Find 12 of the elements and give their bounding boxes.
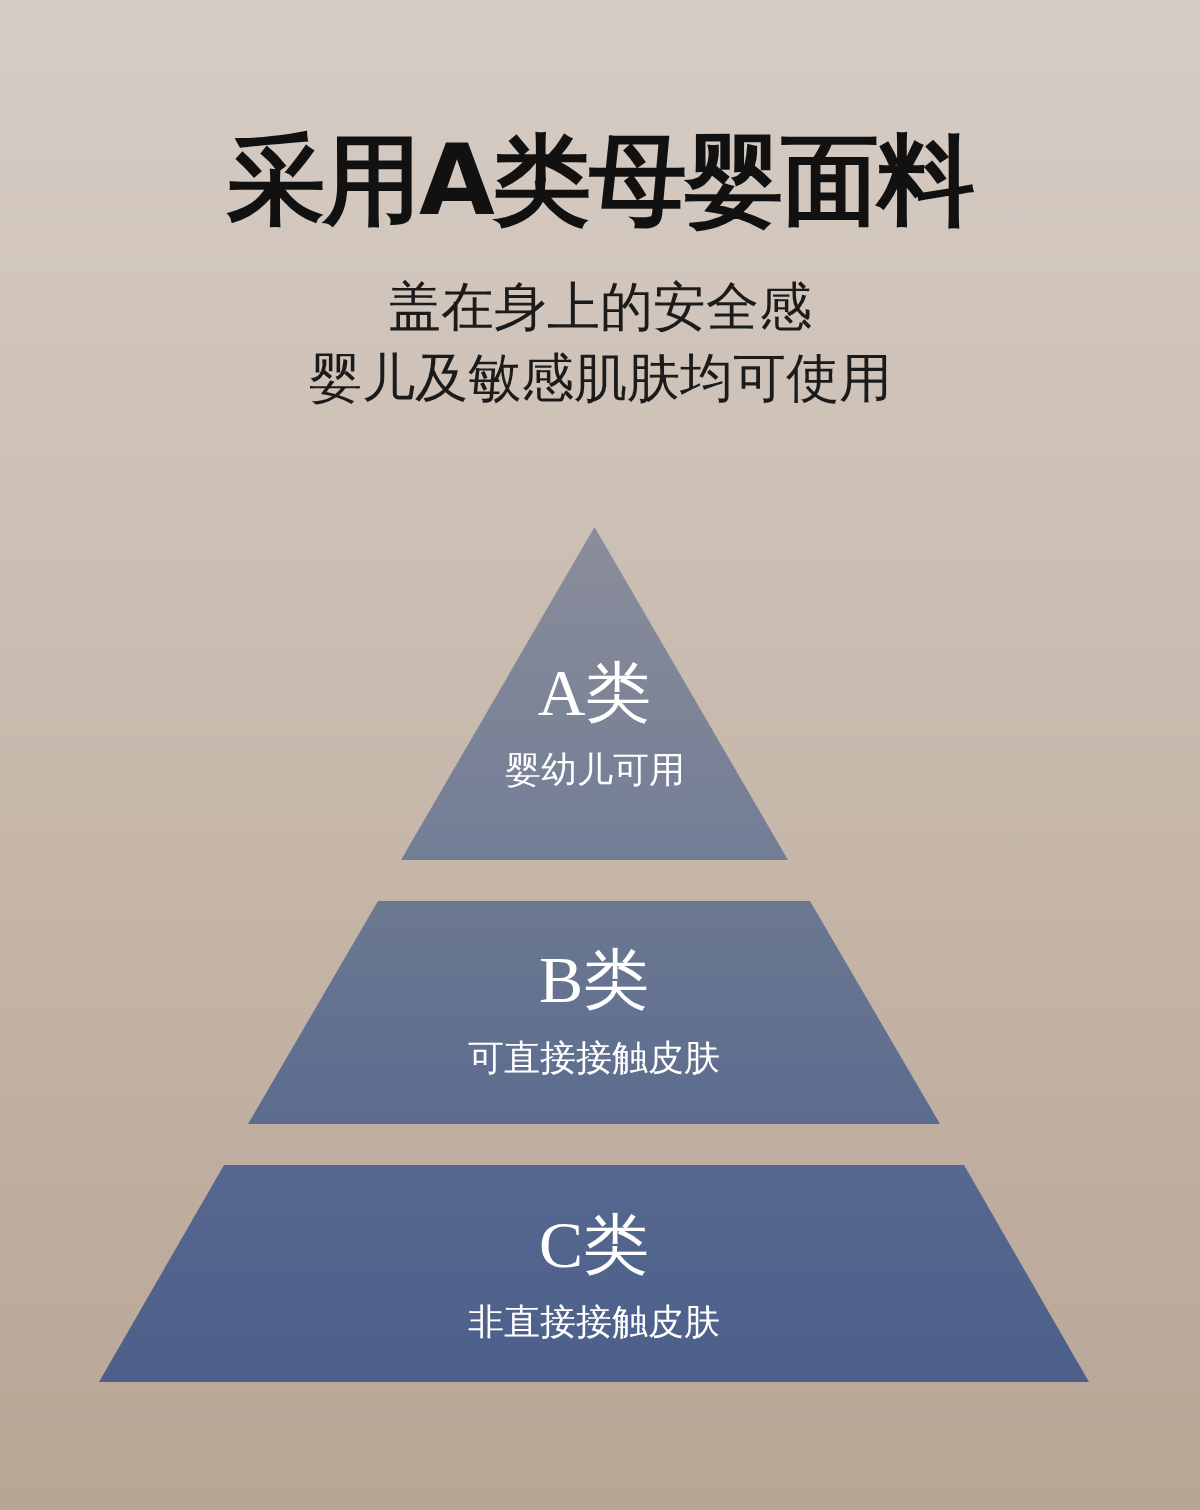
title: 采用A类母婴面料 bbox=[227, 122, 973, 239]
subtitle: 盖在身上的安全感 bbox=[388, 275, 812, 339]
tier-heading: C类 bbox=[539, 1207, 649, 1283]
tier-description: 婴幼儿可用 bbox=[504, 748, 685, 792]
subtitle: 婴儿及敏感肌肤均可使用 bbox=[308, 346, 892, 410]
pyramid-tier bbox=[248, 901, 940, 1124]
pyramid-tier bbox=[99, 1165, 1089, 1382]
tier-description: 可直接接触皮肤 bbox=[468, 1036, 720, 1080]
tier-heading: A类 bbox=[537, 655, 652, 731]
tier-description: 非直接接触皮肤 bbox=[468, 1300, 720, 1344]
pyramid-tier bbox=[401, 527, 788, 860]
tier-heading: B类 bbox=[539, 942, 649, 1018]
